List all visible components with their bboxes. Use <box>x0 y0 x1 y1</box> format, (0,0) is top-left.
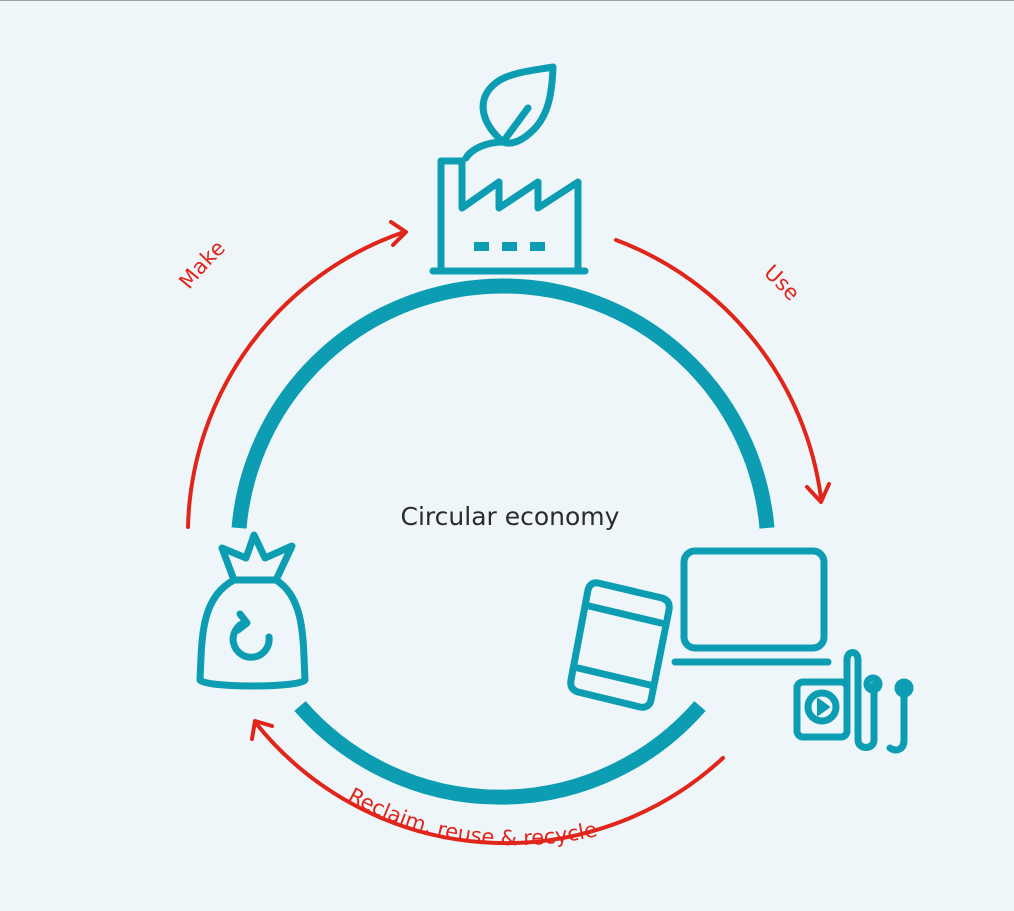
top-divider <box>0 0 1014 1</box>
economy-ring <box>231 278 775 805</box>
make-arrow <box>186 220 408 529</box>
recycling-bag-icon <box>196 531 309 690</box>
use-label: Use <box>759 260 804 305</box>
devices-icon <box>567 547 914 754</box>
make-label: Make <box>174 236 230 294</box>
factory-with-leaf-icon <box>429 63 589 275</box>
reclaim-arrow <box>250 719 725 846</box>
use-arrow <box>614 238 831 504</box>
music-player-icon <box>793 649 914 754</box>
tablet-icon <box>567 579 673 711</box>
center-title: Circular economy <box>400 502 620 531</box>
laptop-icon <box>671 547 832 666</box>
